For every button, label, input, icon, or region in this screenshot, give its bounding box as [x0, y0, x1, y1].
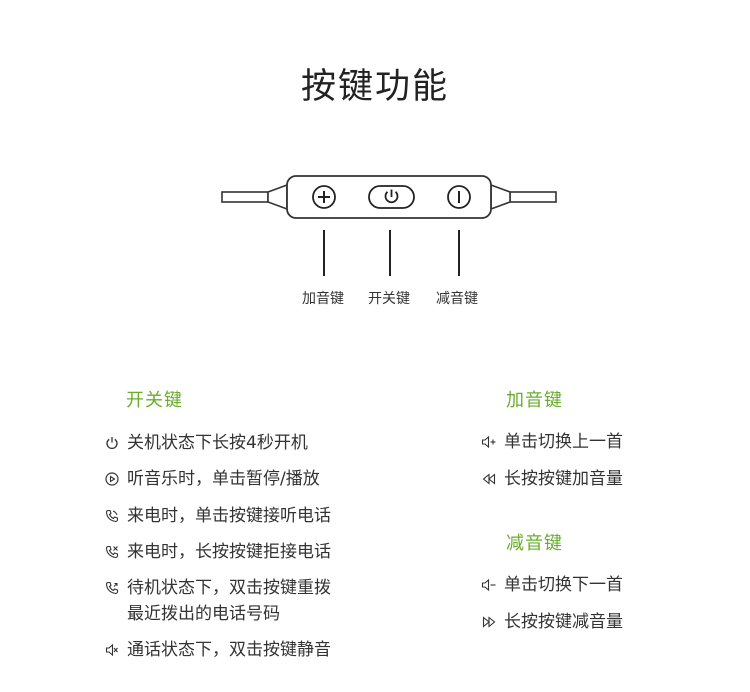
phone-redial-icon — [103, 575, 121, 601]
volume-up-heading: 加音键 — [506, 390, 563, 411]
list-item: 单击切换上一首 — [480, 429, 623, 455]
item-text: 关机状态下长按4秒开机 — [127, 433, 308, 453]
volume-down-heading: 减音键 — [506, 533, 563, 554]
item-text: 听音乐时，单击暂停/播放 — [127, 469, 320, 489]
page-title: 按键功能 — [300, 67, 449, 107]
list-item: 通话状态下，双击按键静音 — [103, 637, 331, 663]
list-item: 长按按键加音量 — [480, 466, 623, 492]
list-item: 待机状态下，双击按键重拨 最近拨出的电话号码 — [103, 575, 331, 627]
list-item: 听音乐时，单击暂停/播放 — [103, 466, 320, 492]
item-text: 通话状态下，双击按键静音 — [127, 640, 331, 660]
item-text: 单击切换下一首 — [504, 575, 623, 595]
plus-button-icon — [312, 185, 336, 209]
power-button-icon — [368, 185, 415, 209]
remote-control-diagram — [221, 175, 557, 276]
power-key-heading: 开关键 — [126, 390, 183, 411]
phone-reject-icon — [103, 539, 121, 565]
rewind-icon — [480, 466, 498, 492]
minus-key-label: 减音键 — [436, 291, 478, 307]
right-cable — [490, 183, 557, 211]
item-text: 来电时，长按按键拒接电话 — [127, 542, 331, 562]
item-text: 长按按键加音量 — [504, 469, 623, 489]
list-item: 关机状态下长按4秒开机 — [103, 430, 308, 456]
volume-minus-icon — [480, 572, 498, 598]
list-item: 单击切换下一首 — [480, 572, 623, 598]
item-text: 来电时，单击按键接听电话 — [127, 506, 331, 526]
volume-plus-icon — [480, 429, 498, 455]
list-item: 长按按键减音量 — [480, 609, 623, 635]
item-text: 待机状态下，双击按键重拨 — [127, 578, 331, 598]
play-circle-icon — [103, 466, 121, 492]
power-icon — [103, 430, 121, 456]
phone-answer-icon — [103, 503, 121, 529]
item-text: 单击切换上一首 — [504, 432, 623, 452]
power-key-label: 开关键 — [368, 291, 410, 307]
mute-icon — [103, 637, 121, 663]
plus-key-label: 加音键 — [302, 291, 344, 307]
item-text: 长按按键减音量 — [504, 612, 623, 632]
fast-forward-icon — [480, 609, 498, 635]
minus-button-icon — [447, 185, 471, 209]
left-cable — [221, 183, 288, 211]
list-item: 来电时，长按按键拒接电话 — [103, 539, 331, 565]
item-text-continued: 最近拨出的电话号码 — [127, 604, 280, 624]
list-item: 来电时，单击按键接听电话 — [103, 503, 331, 529]
